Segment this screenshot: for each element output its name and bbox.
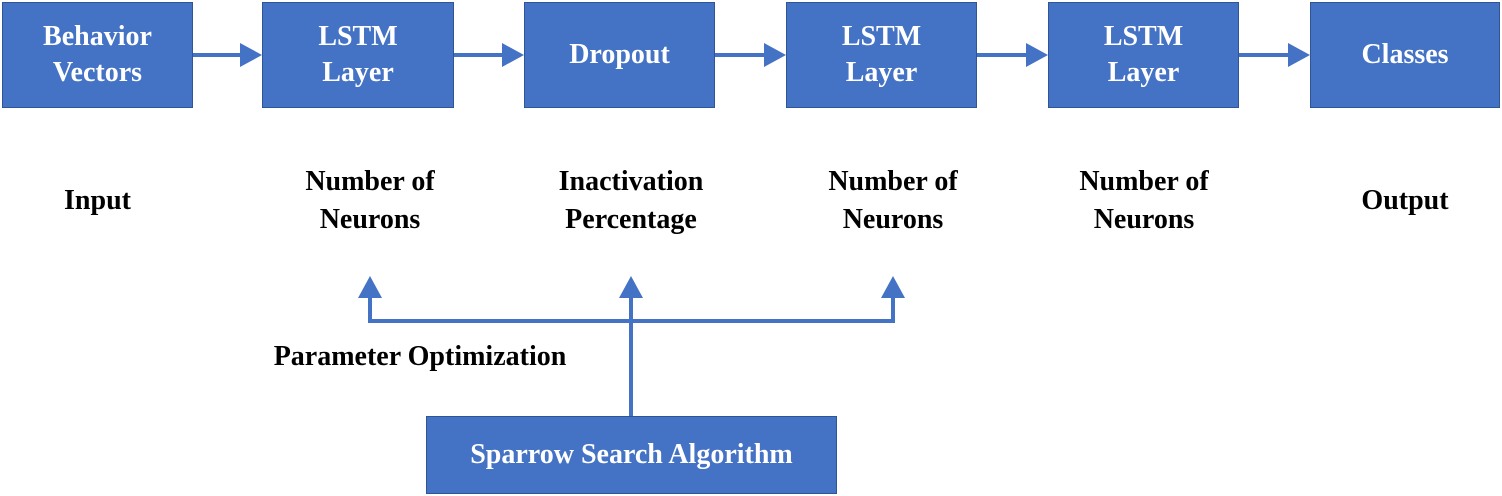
arrowhead-2 [502,43,524,67]
arrowhead-up-left [358,276,382,298]
label-output: Output [1361,185,1449,216]
arrowhead-4 [1026,43,1048,67]
lstm-layer-box-2: LSTM Layer [786,2,977,108]
lstm-layer-box-3: LSTM Layer [1048,2,1239,108]
arrowhead-1 [240,43,262,67]
dropout-box: Dropout [524,2,715,108]
arrowhead-up-right [881,276,905,298]
lstm-layer-box-1: LSTM Layer [262,2,454,108]
label-lstm2-neurons: Number of Neurons [828,166,958,235]
arrowhead-up-center [619,276,643,298]
label-lstm3-neurons: Number of Neurons [1079,166,1209,235]
arrowhead-5 [1288,43,1310,67]
parameter-optimization-label: Parameter Optimization [273,341,567,372]
label-dropout-percentage: Inactivation Percentage [558,166,704,235]
classes-box: Classes [1310,2,1500,108]
label-input: Input [64,185,131,216]
behavior-vectors-box: Behavior Vectors [2,2,193,108]
arrowhead-3 [764,43,786,67]
sparrow-search-algorithm-box: Sparrow Search Algorithm [426,416,837,494]
label-lstm1-neurons: Number of Neurons [305,166,435,235]
optimization-branch-line [368,296,895,323]
